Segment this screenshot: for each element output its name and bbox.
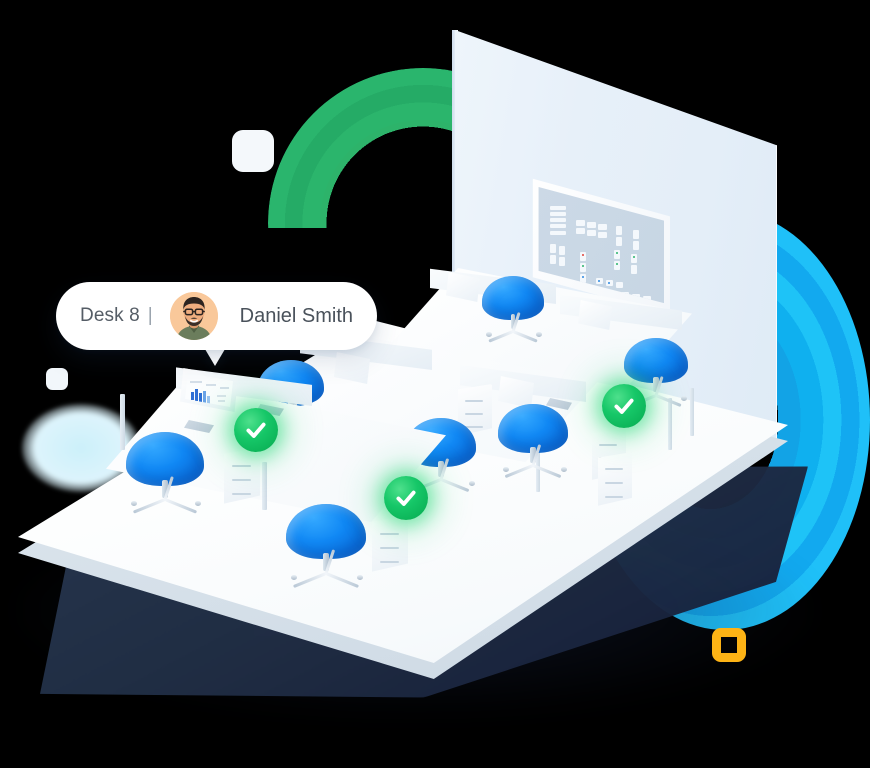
desk-leg <box>262 462 267 510</box>
desk-leg <box>120 394 125 450</box>
avatar <box>169 292 218 340</box>
check-icon <box>396 490 416 506</box>
tooltip-desk-label: Desk 8 <box>80 305 140 326</box>
office-chair[interactable] <box>286 504 366 588</box>
monitor-screen <box>185 373 233 407</box>
soft-square <box>232 130 274 172</box>
office-chair[interactable] <box>482 276 544 343</box>
drawer-unit <box>224 448 260 504</box>
tooltip-separator: | <box>147 305 153 326</box>
office-chair[interactable] <box>126 432 204 515</box>
status-badge[interactable] <box>602 384 646 428</box>
check-icon <box>614 398 634 414</box>
office-chair[interactable] <box>498 404 568 478</box>
check-icon <box>246 422 266 438</box>
drawer-unit <box>598 452 632 506</box>
floor-plan-board[interactable] <box>530 170 670 315</box>
desk-tooltip[interactable]: Desk 8 | <box>56 282 378 350</box>
orange-ring-icon <box>712 628 746 662</box>
soft-square-small <box>46 368 68 390</box>
drawer-unit <box>372 516 408 572</box>
desk-leg <box>668 398 672 450</box>
desk-leg <box>690 388 694 436</box>
status-badge[interactable] <box>234 408 278 452</box>
office-chair[interactable] <box>624 338 688 407</box>
monitor[interactable] <box>180 368 238 412</box>
status-badge[interactable] <box>384 476 428 520</box>
tooltip-user-name: Daniel Smith <box>239 304 354 327</box>
avatar-illustration <box>169 292 218 340</box>
